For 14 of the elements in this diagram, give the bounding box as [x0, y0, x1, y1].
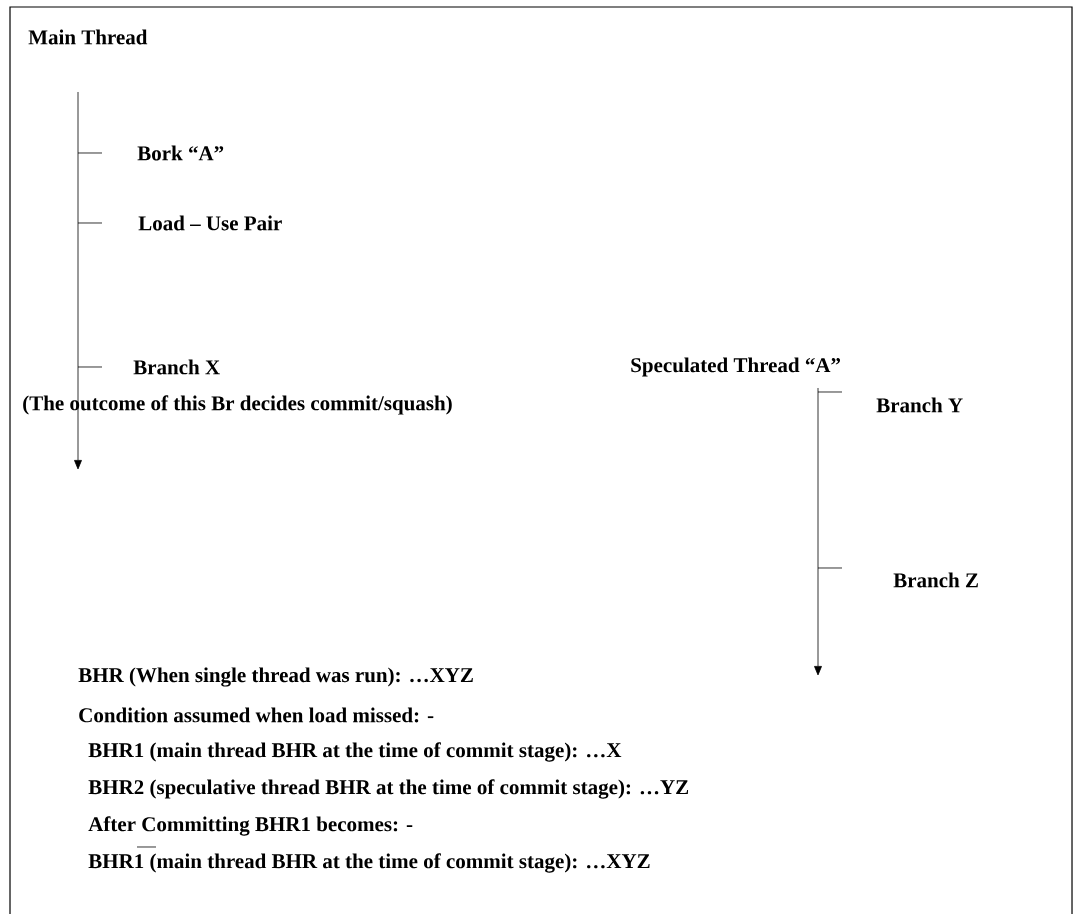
note: BHR1 (main thread BHR at the time of commit stage): …XYZ [88, 853, 650, 873]
event-label: Branch Y [876, 397, 963, 413]
note: BHR1 (main thread BHR at the time of commit stage): …X [88, 742, 622, 762]
heading: Speculated Thread “A” [631, 357, 841, 377]
event-label: Branch X [133, 359, 220, 375]
event-label: Bork “A” [137, 145, 224, 161]
note: Condition assumed when load missed: - [79, 707, 434, 723]
note: (The outcome of this Br decides commit/squash) [23, 395, 452, 415]
note: BHR2 (speculative thread BHR at the time of commit stage): …YZ [88, 779, 689, 799]
note: After Committing BHR1 becomes: - [88, 816, 413, 836]
event-label: Branch Z [893, 572, 978, 588]
heading: Main Thread [28, 29, 148, 45]
event-label: Load – Use Pair [138, 215, 282, 231]
note: BHR (When single thread was run): …XYZ [78, 667, 473, 687]
